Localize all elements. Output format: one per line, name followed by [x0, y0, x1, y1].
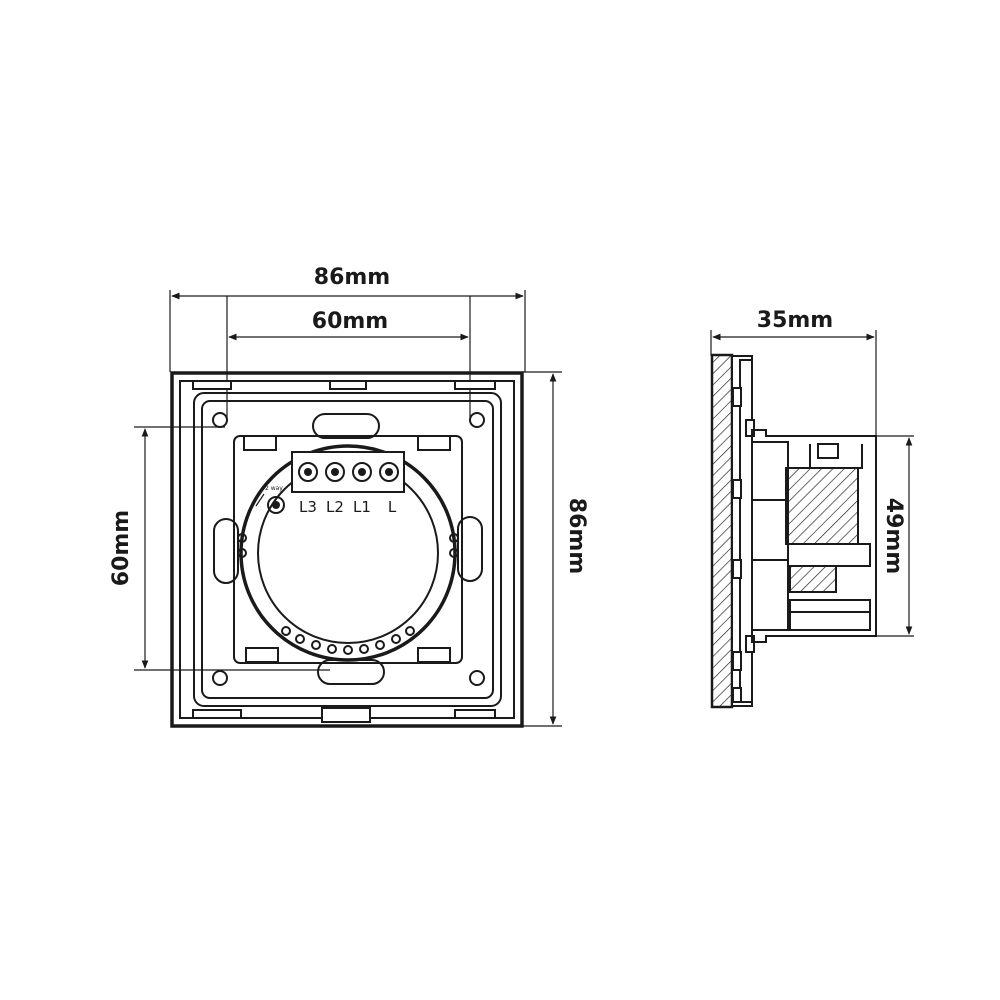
front-extension-lines [134, 290, 562, 727]
side-depth-label: 35mm [757, 308, 833, 333]
front-mounting-width-label: 60mm [312, 309, 388, 334]
side-faceplate [710, 353, 755, 709]
terminal-label-l1: L1 [353, 498, 371, 516]
side-extension-lines [710, 330, 914, 637]
terminal-label-l3: L3 [299, 498, 317, 516]
two-way-terminal: 2 way [255, 485, 285, 514]
front-mounting-height-dimension: 60mm [109, 428, 149, 669]
front-height-dimension: 86mm [549, 373, 589, 725]
terminal-block: L3 L2 L1 L [291, 451, 405, 516]
side-body-dimension: 49mm [881, 437, 913, 635]
front-mechanism: L3 L2 L1 L 2 way [233, 435, 463, 664]
front-width-dimension: 86mm [171, 265, 524, 300]
terminal-label-l2: L2 [326, 498, 344, 516]
front-mounting-width-dimension: 60mm [228, 309, 469, 341]
front-width-label: 86mm [314, 265, 390, 290]
front-plate [170, 371, 524, 728]
side-module-body [751, 429, 877, 643]
front-height-label: 86mm [564, 498, 589, 574]
side-view: 35mm 49mm [710, 308, 914, 709]
terminal-label-l: L [388, 498, 397, 516]
front-view: 86mm 60mm 86mm 60mm [109, 265, 589, 728]
front-mounting-height-label: 60mm [109, 510, 134, 586]
two-way-label: 2 way [265, 485, 283, 492]
side-depth-dimension: 35mm [712, 308, 875, 341]
side-body-label: 49mm [881, 498, 906, 574]
